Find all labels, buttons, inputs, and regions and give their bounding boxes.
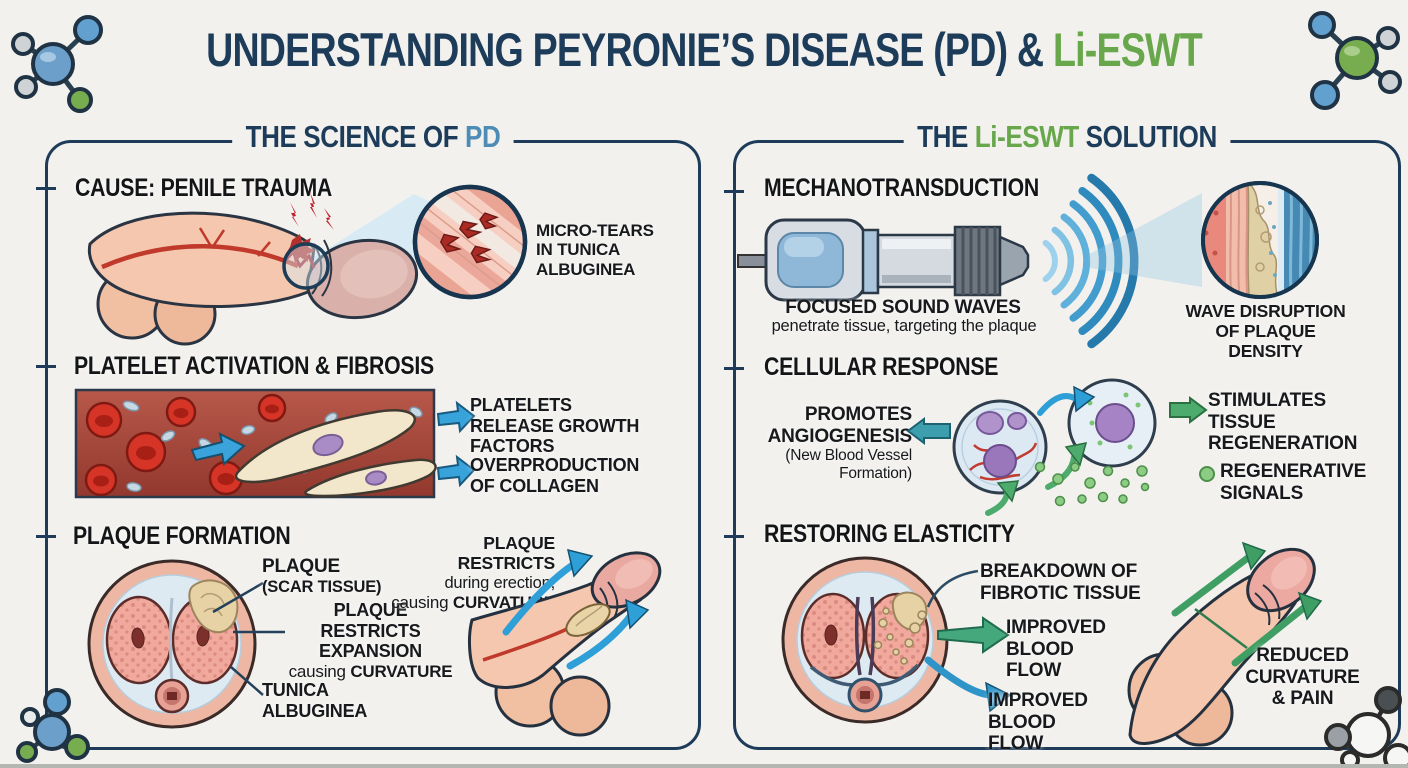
label-focused-sound-waves: FOCUSED SOUND WAVES	[785, 297, 1021, 318]
right-panel-header-post: SOLUTION	[1078, 119, 1218, 154]
molecule-decoration-bottom-left-icon	[16, 688, 90, 763]
label-plaque-bold: PLAQUE	[262, 556, 340, 577]
right-panel-header-accent: Li-ESWT	[974, 119, 1080, 154]
page-title: UNDERSTANDING PEYRONIE’S DISEASE (PD) & …	[141, 22, 1267, 77]
label-platelets-growth: PLATELETS RELEASE GROWTH FACTORS	[470, 395, 640, 457]
tick-mechano	[724, 190, 744, 193]
label-restricts-expansion-bold: PLAQUE RESTRICTS EXPANSION	[319, 600, 422, 662]
section-title-platelet: PLATELET ACTIVATION & FIBROSIS	[74, 352, 434, 380]
regenerative-signal-dot-icon	[1199, 466, 1215, 482]
straightened-penis-illustration	[1127, 541, 1323, 747]
label-causing-curvature: causing CURVATURE	[288, 661, 453, 681]
label-erect-sub: during erection,	[444, 573, 555, 592]
panel-lieswt-solution: THE Li-ESWT SOLUTION	[733, 119, 1401, 750]
cellular-response-illustration	[952, 378, 1157, 516]
page-title-main: UNDERSTANDING PEYRONIE’S DISEASE (PD) &	[206, 23, 1053, 76]
tick-cause	[36, 187, 56, 190]
page-bottom-edge	[0, 764, 1408, 768]
label-improved-blood-flow-2: IMPROVED BLOOD FLOW	[988, 690, 1088, 755]
right-arrow-icon	[1169, 396, 1208, 424]
label-erect-bold: PLAQUE RESTRICTS	[457, 533, 556, 573]
section-title-cellular: CELLULAR RESPONSE	[764, 353, 999, 381]
label-scar-tissue: (SCAR TISSUE)	[262, 577, 382, 596]
label-micro-tears: MICRO-TEARS IN TUNICA ALBUGINEA	[536, 221, 654, 279]
label-stimulates-regeneration: STIMULATES TISSUE REGENERATION	[1208, 390, 1358, 455]
penile-trauma-illustration	[87, 184, 528, 346]
plaque-leader-lines	[212, 581, 285, 696]
elasticity-cross-section-illustration	[781, 556, 1012, 724]
label-improved-blood-flow-1: IMPROVED BLOOD FLOW	[1006, 617, 1106, 682]
label-wave-disruption: WAVE DISRUPTION OF PLAQUE DENSITY	[1185, 301, 1346, 361]
section-title-elasticity: RESTORING ELASTICITY	[764, 520, 1015, 548]
right-panel-header-pre: THE	[917, 119, 975, 154]
label-overproduction-collagen: OVERPRODUCTION OF COLLAGEN	[470, 455, 640, 496]
label-promotes-angiogenesis: PROMOTES ANGIOGENESIS (New Blood Vessel …	[767, 404, 913, 483]
curved-penis-illustration	[468, 548, 662, 737]
left-arrow-icon	[906, 417, 951, 445]
left-panel-header: THE SCIENCE OF PD	[232, 119, 514, 155]
tick-plaque	[36, 535, 56, 538]
label-promotes-sub: (New Blood Vessel Formation)	[785, 447, 912, 482]
label-plaque: PLAQUE (SCAR TISSUE)	[262, 556, 397, 596]
page-title-accent: Li-ESWT	[1052, 23, 1203, 76]
label-breakdown-fibrotic: BREAKDOWN OF FIBROTIC TISSUE	[980, 561, 1141, 604]
right-panel-header: THE Li-ESWT SOLUTION	[903, 119, 1231, 155]
molecule-decoration-top-right-icon	[1308, 11, 1402, 110]
molecule-decoration-top-left-icon	[11, 15, 103, 113]
label-regenerative-signals: REGENERATIVE SIGNALS	[1220, 461, 1367, 504]
plaque-cross-section-illustration	[87, 559, 257, 729]
tick-cellular	[724, 367, 744, 370]
panel-science-of-pd: THE SCIENCE OF PD	[45, 119, 701, 750]
tick-elasticity	[724, 535, 744, 538]
section-title-plaque: PLAQUE FORMATION	[73, 522, 291, 550]
left-panel-header-main: THE SCIENCE OF	[245, 119, 466, 154]
tick-platelet	[36, 365, 56, 368]
left-panel-header-accent: PD	[465, 119, 501, 154]
label-promotes-bold: PROMOTES ANGIOGENESIS	[767, 404, 913, 447]
shockwave-device-illustration	[737, 173, 1319, 349]
section-title-cause: CAUSE: PENILE TRAUMA	[75, 174, 332, 202]
label-reduced-curvature: REDUCED CURVATURE & PAIN	[1245, 645, 1360, 710]
section-title-mechano: MECHANOTRANSDUCTION	[764, 174, 1039, 202]
platelet-fibrosis-illustration	[74, 388, 476, 499]
molecule-decoration-bottom-right-icon	[1324, 686, 1408, 768]
label-penetrate-tissue: penetrate tissue, targeting the plaque	[771, 317, 1037, 335]
label-plaque-restricts-expansion: PLAQUE RESTRICTS EXPANSION causing CURVA…	[288, 600, 453, 681]
label-tunica-albuginea: TUNICA ALBUGINEA	[262, 680, 368, 721]
